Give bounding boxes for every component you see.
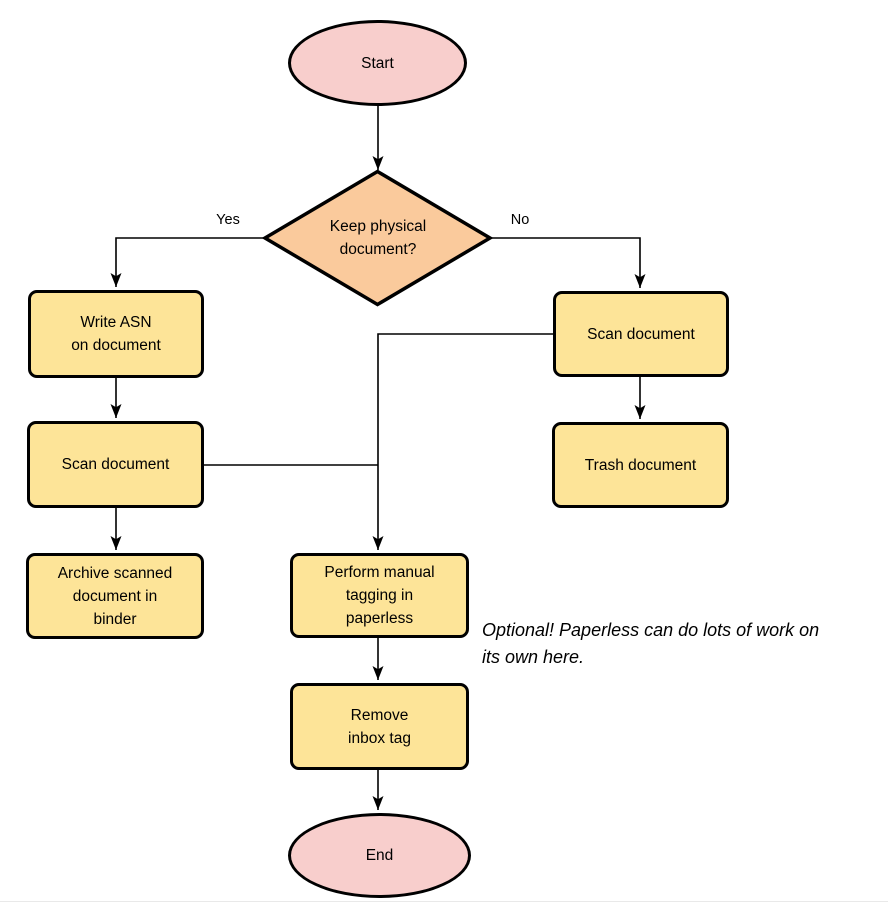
node-write-asn: Write ASN on document bbox=[28, 290, 204, 378]
node-scan-document-left-label: Scan document bbox=[61, 456, 170, 473]
node-scan-document-left: Scan document bbox=[27, 421, 204, 508]
node-archive-in-binder-label: Archive scanned document in binder bbox=[57, 564, 173, 628]
node-start-label: Start bbox=[361, 54, 394, 72]
node-manual-tagging-label: Perform manual tagging in paperless bbox=[324, 564, 435, 627]
edge-decision-yes-to-write-asn bbox=[110, 237, 265, 287]
edge-label-no: No bbox=[510, 212, 530, 228]
optional-note: Optional! Paperless can do lots of work … bbox=[482, 620, 820, 667]
node-remove-inbox-tag-label: Remove inbox tag bbox=[348, 706, 411, 747]
decision-diamond-shape bbox=[261, 169, 494, 307]
edge-scan-right-to-tagging bbox=[372, 333, 553, 550]
node-manual-tagging: Perform manual tagging in paperless bbox=[290, 553, 469, 638]
node-scan-document-right-label: Scan document bbox=[587, 325, 695, 343]
node-archive-in-binder: Archive scanned document in binder bbox=[26, 553, 204, 639]
node-decision-label: Keep physical document? bbox=[329, 218, 427, 258]
node-scan-document-right: Scan document bbox=[553, 291, 729, 377]
edge-decision-no-to-scan-right bbox=[490, 237, 646, 288]
page-bottom-divider bbox=[0, 901, 888, 902]
node-start: Start bbox=[288, 20, 467, 106]
node-trash-document: Trash document bbox=[552, 422, 729, 508]
node-write-asn-label: Write ASN on document bbox=[71, 314, 161, 354]
node-end-label: End bbox=[365, 847, 394, 864]
node-remove-inbox-tag: Remove inbox tag bbox=[290, 683, 469, 770]
node-end: End bbox=[288, 813, 471, 898]
edge-label-yes: Yes bbox=[216, 212, 240, 228]
node-trash-document-label: Trash document bbox=[584, 456, 697, 474]
